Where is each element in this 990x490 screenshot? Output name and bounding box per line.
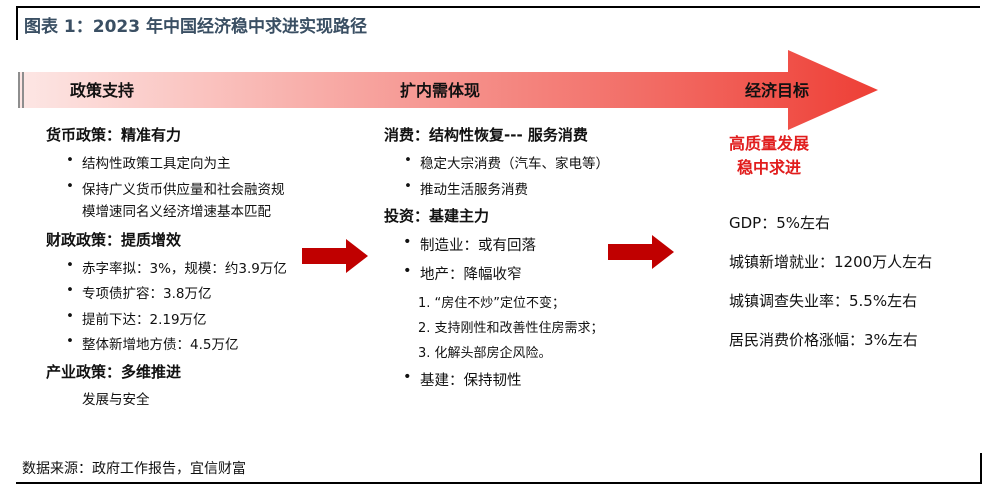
policy-heading-industry: 产业政策：多维推进: [46, 361, 181, 382]
flow-banner-arrow: [18, 50, 878, 130]
list-item: 整体新增地方债：4.5万亿: [62, 333, 238, 353]
section-heading: 财政政策：提质增效: [46, 231, 182, 249]
goal-metric-unemployment: 城镇调查失业率：5.5%左右: [729, 290, 917, 311]
metric-item: 居民消费价格涨幅：3%左右: [729, 331, 918, 349]
metric-item: GDP：5%左右: [729, 214, 831, 232]
list-item: 提前下达：2.19万亿: [62, 308, 207, 328]
monetary-list-2-cont: 模增速同名义经济增速基本匹配: [82, 200, 271, 220]
consumption-item-1: 稳定大宗消费（汽车、家电等）: [400, 152, 609, 172]
banner-label-demand: 扩内需体现: [400, 81, 481, 100]
section-heading: 消费：结构性恢复--- 服务消费: [384, 126, 588, 144]
investment-infra: 基建：保持韧性: [398, 369, 522, 390]
goal-headline: 高质量发展 稳中求进: [729, 130, 809, 178]
list-item: 基建：保持韧性: [398, 369, 522, 390]
list-item: 稳定大宗消费（汽车、家电等）: [400, 152, 609, 172]
list-item: 保持广义货币供应量和社会融资规: [62, 178, 285, 198]
policy-heading-fiscal: 财政政策：提质增效: [46, 229, 181, 250]
source-note: 数据来源：政府工作报告，宜信财富: [22, 461, 246, 477]
industry-text: 发展与安全: [82, 388, 150, 408]
realestate-sub-2: 2. 支持刚性和改善性住房需求；: [384, 317, 604, 336]
demand-heading-investment: 投资：基建主力: [384, 205, 489, 226]
metric-item: 城镇新增就业：1200万人左右: [729, 253, 933, 271]
monetary-list: 结构性政策工具定向为主: [62, 152, 231, 172]
fiscal-item-2: 专项债扩容：3.8万亿: [62, 282, 211, 302]
goal-metric-cpi: 居民消费价格涨幅：3%左右: [729, 329, 918, 350]
figure-title: 图表 1：2023 年中国经济稳中求进实现路径: [24, 17, 367, 37]
goal-line-2: 稳中求进: [737, 158, 802, 177]
policy-heading-monetary: 货币政策：精准有力: [46, 124, 181, 145]
realestate-sub-1: 1. “房住不炒”定位不变；: [384, 292, 565, 311]
numbered-item: 2. 支持刚性和改善性住房需求；: [418, 321, 604, 336]
list-item: 结构性政策工具定向为主: [62, 152, 231, 172]
fiscal-item-4: 整体新增地方债：4.5万亿: [62, 333, 238, 353]
flow-arrow-1: [302, 239, 368, 273]
list-item-continuation: 模增速同名义经济增速基本匹配: [82, 204, 271, 220]
investment-realestate: 地产：降幅收窄: [398, 263, 522, 284]
fiscal-item-3: 提前下达：2.19万亿: [62, 308, 207, 328]
fiscal-item-1: 赤字率拟：3%，规模：约3.9万亿: [62, 257, 287, 277]
investment-manufacturing: 制造业：或有回落: [398, 234, 536, 255]
section-heading: 货币政策：精准有力: [46, 126, 182, 144]
list-item: 发展与安全: [82, 392, 150, 408]
numbered-item: 1. “房住不炒”定位不变；: [418, 296, 566, 311]
list-item: 推动生活服务消费: [400, 178, 528, 198]
goal-metric-gdp: GDP：5%左右: [729, 212, 830, 233]
frame-right-border: [980, 453, 982, 483]
metric-item: 城镇调查失业率：5.5%左右: [729, 292, 918, 310]
list-item: 制造业：或有回落: [398, 234, 536, 255]
demand-heading-consumption: 消费：结构性恢复--- 服务消费: [384, 124, 588, 145]
list-item: 地产：降幅收窄: [398, 263, 522, 284]
realestate-sub-3: 3. 化解头部房企风险。: [384, 342, 552, 361]
banner-label-policy: 政策支持: [70, 81, 135, 100]
flow-arrow-2: [608, 235, 674, 269]
goal-metric-employment: 城镇新增就业：1200万人左右: [729, 251, 932, 272]
frame-left-border: [16, 6, 18, 40]
frame-bottom-border: [16, 482, 982, 484]
section-heading: 投资：基建主力: [384, 207, 490, 225]
frame-top-border: [16, 6, 980, 8]
banner-label-goal: 经济目标: [745, 81, 810, 100]
monetary-list-2: 保持广义货币供应量和社会融资规: [62, 178, 285, 198]
list-item: 专项债扩容：3.8万亿: [62, 282, 211, 302]
list-item: 赤字率拟：3%，规模：约3.9万亿: [62, 257, 287, 277]
numbered-item: 3. 化解头部房企风险。: [418, 346, 552, 361]
goal-line-1: 高质量发展: [729, 134, 810, 153]
section-heading: 产业政策：多维推进: [46, 363, 182, 381]
consumption-item-2: 推动生活服务消费: [400, 178, 528, 198]
